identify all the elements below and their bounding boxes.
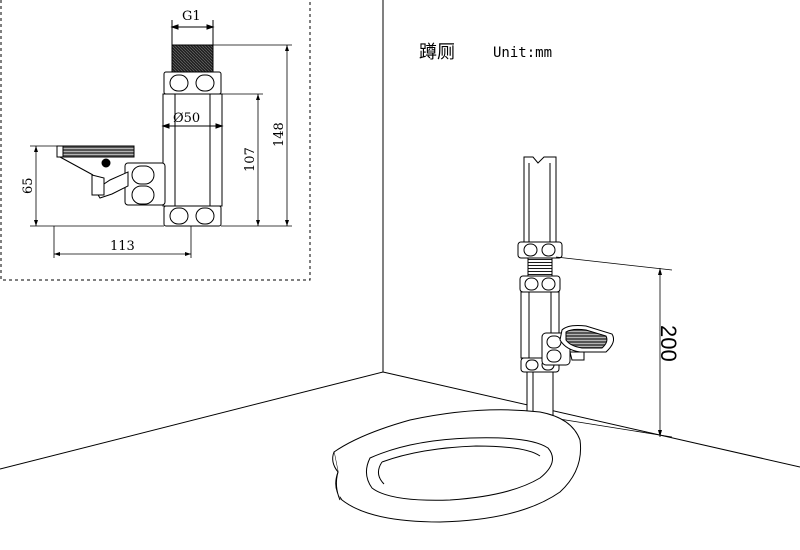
squat-toilet <box>332 409 582 523</box>
title-name: 蹲厕 <box>419 42 455 63</box>
foot-pedal <box>59 145 135 158</box>
right-floor-line <box>382 371 800 468</box>
installed-flush-valve <box>517 156 614 419</box>
diameter-label: Ø50 <box>173 111 200 126</box>
unit-label: Unit:mm <box>493 45 552 61</box>
detail-panel-border <box>0 0 311 281</box>
valve-height-label: 200 <box>656 325 681 362</box>
flush-valve-detail <box>56 20 224 227</box>
install-dimension-lines <box>552 256 673 438</box>
body-height-label: 107 <box>243 147 258 172</box>
detail-dimension-lines <box>30 44 292 258</box>
valve-body <box>162 93 223 207</box>
thread-label: G1 <box>182 9 201 24</box>
total-height-label: 148 <box>272 122 287 147</box>
installed-thread <box>527 257 553 277</box>
room-scene <box>0 0 800 470</box>
pedal-height-label: 65 <box>21 177 36 194</box>
left-floor-line <box>0 371 384 470</box>
pedal-reach-label: 113 <box>110 239 135 254</box>
detail-panel: G1 Ø50 107 148 65 113 <box>0 0 311 281</box>
top-knurl <box>171 44 214 73</box>
